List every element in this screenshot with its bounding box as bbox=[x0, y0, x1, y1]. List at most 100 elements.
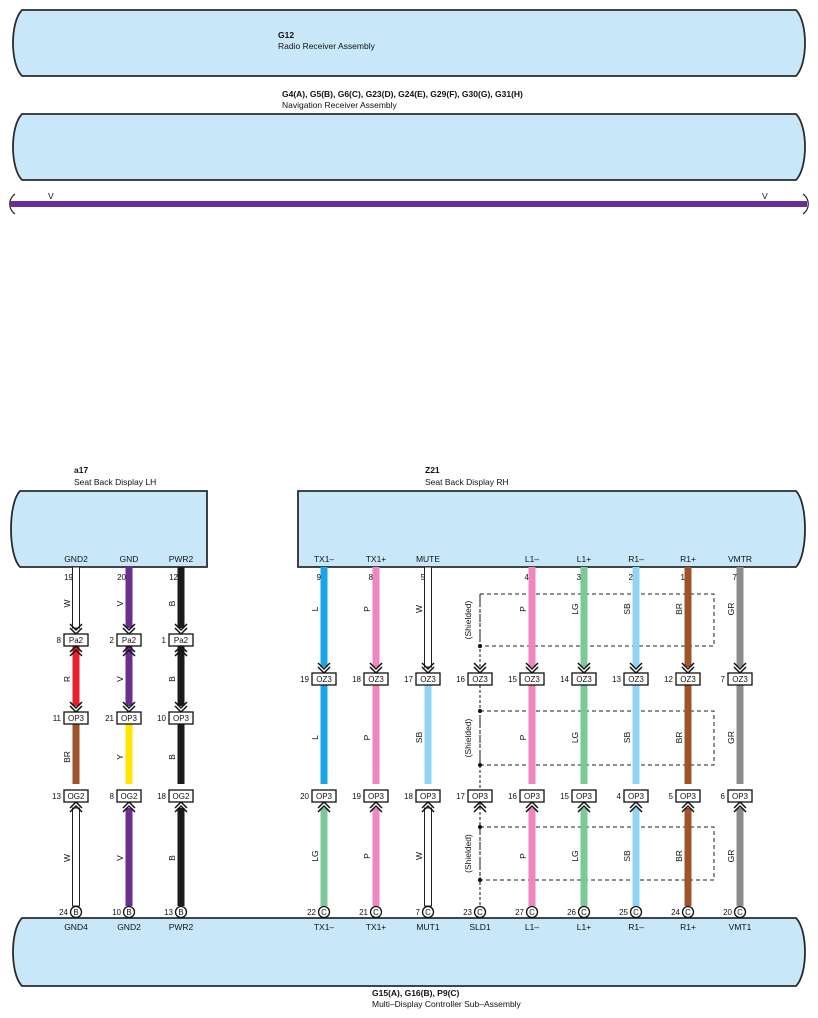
connector-label: OP3 bbox=[68, 714, 85, 723]
wire-segment bbox=[177, 646, 185, 706]
seat-back-display-lh[interactable]: a17 Seat Back Display LH bbox=[10, 465, 208, 568]
wire-color-label: W bbox=[62, 599, 72, 607]
connector-box[interactable] bbox=[623, 672, 649, 686]
wire-color-label: GR bbox=[726, 603, 736, 616]
connector-box[interactable] bbox=[63, 711, 89, 725]
wire-color-label: BR bbox=[674, 603, 684, 615]
terminal-circle[interactable] bbox=[577, 905, 591, 919]
wire-color-label: SB bbox=[414, 732, 424, 744]
wire-segment bbox=[72, 566, 80, 629]
connector-pin: 10 bbox=[157, 714, 166, 723]
wire-segment bbox=[632, 685, 640, 784]
connector-box[interactable] bbox=[363, 672, 389, 686]
connector-label: OZ3 bbox=[732, 675, 748, 684]
display-pin-name: L1+ bbox=[577, 554, 591, 564]
controller-pin-name: GND2 bbox=[117, 922, 141, 932]
terminal-circle[interactable] bbox=[69, 905, 83, 919]
connector-pin: 2 bbox=[110, 636, 115, 645]
wire-segment bbox=[320, 685, 328, 784]
controller-pin-name: SLD1 bbox=[469, 922, 491, 932]
connector-pin: 15 bbox=[508, 675, 517, 684]
terminal-circle[interactable] bbox=[733, 905, 747, 919]
terminal-circle[interactable] bbox=[681, 905, 695, 919]
wire-segment bbox=[177, 567, 185, 628]
wire-color-label: P bbox=[362, 606, 372, 612]
connector-label: OP3 bbox=[316, 792, 333, 801]
wire-color-label: R bbox=[62, 676, 72, 682]
wire-segment bbox=[320, 567, 328, 667]
wire-segment bbox=[125, 724, 133, 784]
connector-label: OZ3 bbox=[472, 675, 488, 684]
display-pin-number: 12 bbox=[169, 573, 178, 582]
connector-box[interactable] bbox=[415, 672, 441, 686]
wire-color-label: BR bbox=[62, 751, 72, 763]
seat-back-display-rh[interactable]: Z21 Seat Back Display RH bbox=[297, 465, 806, 568]
controller-pin-name: TX1– bbox=[314, 922, 335, 932]
terminal-circle[interactable] bbox=[122, 905, 136, 919]
connector-box[interactable] bbox=[63, 789, 89, 803]
terminal-pin: 25 bbox=[619, 908, 628, 917]
connector-box[interactable] bbox=[519, 672, 545, 686]
connector-box[interactable] bbox=[311, 672, 337, 686]
display-pin-number: 8 bbox=[369, 573, 374, 582]
terminal-connector: C bbox=[737, 908, 743, 917]
connector-label: OZ3 bbox=[316, 675, 332, 684]
connector-box[interactable] bbox=[116, 789, 142, 803]
wire-color-label: SB bbox=[622, 603, 632, 615]
terminal-connector: C bbox=[477, 908, 483, 917]
connector-pin: 8 bbox=[110, 792, 115, 801]
connector-box[interactable] bbox=[168, 789, 194, 803]
connector-label: OP3 bbox=[368, 792, 385, 801]
connector-label: OZ3 bbox=[680, 675, 696, 684]
radio-receiver-assembly[interactable]: G12 Radio Receiver Assembly bbox=[12, 9, 806, 77]
terminal-circle[interactable] bbox=[174, 905, 188, 919]
lh-display-code: a17 bbox=[74, 465, 88, 475]
connector-pin: 19 bbox=[352, 792, 361, 801]
terminal-circle[interactable] bbox=[525, 905, 539, 919]
terminal-circle[interactable] bbox=[421, 905, 435, 919]
connector-arrow-up bbox=[122, 644, 136, 657]
navigation-receiver-assembly[interactable]: G4(A), G5(B), G6(C), G23(D), G24(E), G29… bbox=[12, 89, 806, 181]
connector-pin: 14 bbox=[560, 675, 569, 684]
connector-label: OP3 bbox=[576, 792, 593, 801]
terminal-circle[interactable] bbox=[369, 905, 383, 919]
terminal-connector: C bbox=[373, 908, 379, 917]
wire-color-label: BR bbox=[674, 732, 684, 744]
wire-color-label: B bbox=[167, 600, 177, 606]
wire-color-label: BR bbox=[674, 850, 684, 862]
connector-pin: 6 bbox=[721, 792, 726, 801]
connector-pin: 15 bbox=[560, 792, 569, 801]
shielded-cable-box bbox=[479, 593, 715, 647]
connector-box[interactable] bbox=[675, 672, 701, 686]
connector-arrow-up bbox=[733, 800, 747, 813]
wire-color-label: P bbox=[362, 734, 372, 740]
lh-display-name: Seat Back Display LH bbox=[74, 477, 156, 487]
wire-segment bbox=[684, 567, 692, 667]
controller-name: Multi–Display Controller Sub–Assembly bbox=[372, 999, 522, 1009]
connector-pin: 18 bbox=[352, 675, 361, 684]
wire-color-label: P bbox=[518, 853, 528, 859]
connector-box[interactable] bbox=[571, 672, 597, 686]
wire-segment bbox=[528, 808, 536, 906]
v-bus-line: V V bbox=[9, 191, 809, 215]
connector-pin: 8 bbox=[57, 636, 62, 645]
display-pin-name: TX1– bbox=[314, 554, 335, 564]
connector-label: Pa2 bbox=[122, 636, 137, 645]
connector-box[interactable] bbox=[727, 672, 753, 686]
wire-color-label: B bbox=[167, 676, 177, 682]
connector-box[interactable] bbox=[168, 711, 194, 725]
terminal-circle[interactable] bbox=[629, 905, 643, 919]
connector-label: OP3 bbox=[173, 714, 190, 723]
wire-color-label: LG bbox=[570, 603, 580, 614]
connector-box[interactable] bbox=[116, 711, 142, 725]
display-pin-number: 5 bbox=[421, 573, 426, 582]
shielded-label: (Shielded) bbox=[463, 834, 473, 873]
shielded-label: (Shielded) bbox=[463, 718, 473, 757]
wire-segment bbox=[424, 566, 432, 668]
connector-label: Pa2 bbox=[174, 636, 189, 645]
connector-label: OG2 bbox=[173, 792, 190, 801]
wire-segment bbox=[632, 567, 640, 667]
terminal-circle[interactable] bbox=[317, 905, 331, 919]
multi-display-controller[interactable]: G15(A), G16(B), P9(C) Multi–Display Cont… bbox=[12, 917, 806, 1009]
terminal-circle[interactable] bbox=[473, 905, 487, 919]
